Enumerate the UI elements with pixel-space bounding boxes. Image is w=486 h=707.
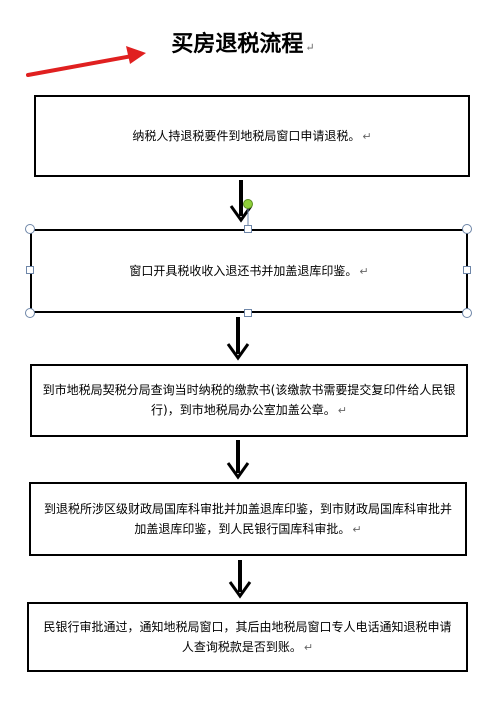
step-3-text: 到市地税局契税分局查询当时纳税的缴款书(该缴款书需要提交复印件给人民银行)，到市… [42, 383, 456, 417]
flow-arrow-3 [226, 440, 250, 480]
step-box-3[interactable]: 到市地税局契税分局查询当时纳税的缴款书(该缴款书需要提交复印件给人民银行)，到市… [30, 364, 468, 437]
step-2-text: 窗口开具税收收入退还书并加盖退库印鉴。↵ [129, 263, 369, 278]
rotate-handle[interactable] [243, 199, 253, 209]
diagram-title: 买房退税流程↵ [0, 26, 486, 58]
resize-handle-top-right[interactable] [462, 224, 472, 234]
annotation-arrow [26, 46, 146, 77]
step-4-text: 到退税所涉区级财政局国库科审批并加盖退库印鉴，到市财政局国库科审批并加盖退库印鉴… [43, 501, 452, 536]
flow-arrow-4 [228, 560, 252, 599]
title-text: 买房退税流程 [171, 31, 304, 57]
resize-handle-right[interactable] [463, 266, 471, 274]
resize-handle-top-left[interactable] [25, 224, 35, 234]
step-box-4[interactable]: 到退税所涉区级财政局国库科审批并加盖退库印鉴，到市财政局国库科审批并加盖退库印鉴… [29, 482, 467, 556]
resize-handle-bottom-right[interactable] [462, 308, 472, 318]
step-5-text: 民银行审批通过，通知地税局窗口，其后由地税局窗口专人电话通知退税申请人查询税款是… [43, 619, 452, 654]
paragraph-mark: ↵ [305, 41, 315, 54]
flow-arrow-2 [226, 317, 250, 361]
resize-handle-top[interactable] [244, 225, 252, 233]
resize-handle-left[interactable] [26, 266, 34, 274]
step-box-5[interactable]: 民银行审批通过，通知地税局窗口，其后由地税局窗口专人电话通知退税申请人查询税款是… [27, 602, 468, 672]
step-1-text: 纳税人持退税要件到地税局窗口申请退税。↵ [132, 128, 372, 143]
resize-handle-bottom[interactable] [244, 309, 252, 317]
step-box-1[interactable]: 纳税人持退税要件到地税局窗口申请退税。↵ [34, 95, 470, 177]
resize-handle-bottom-left[interactable] [25, 308, 35, 318]
